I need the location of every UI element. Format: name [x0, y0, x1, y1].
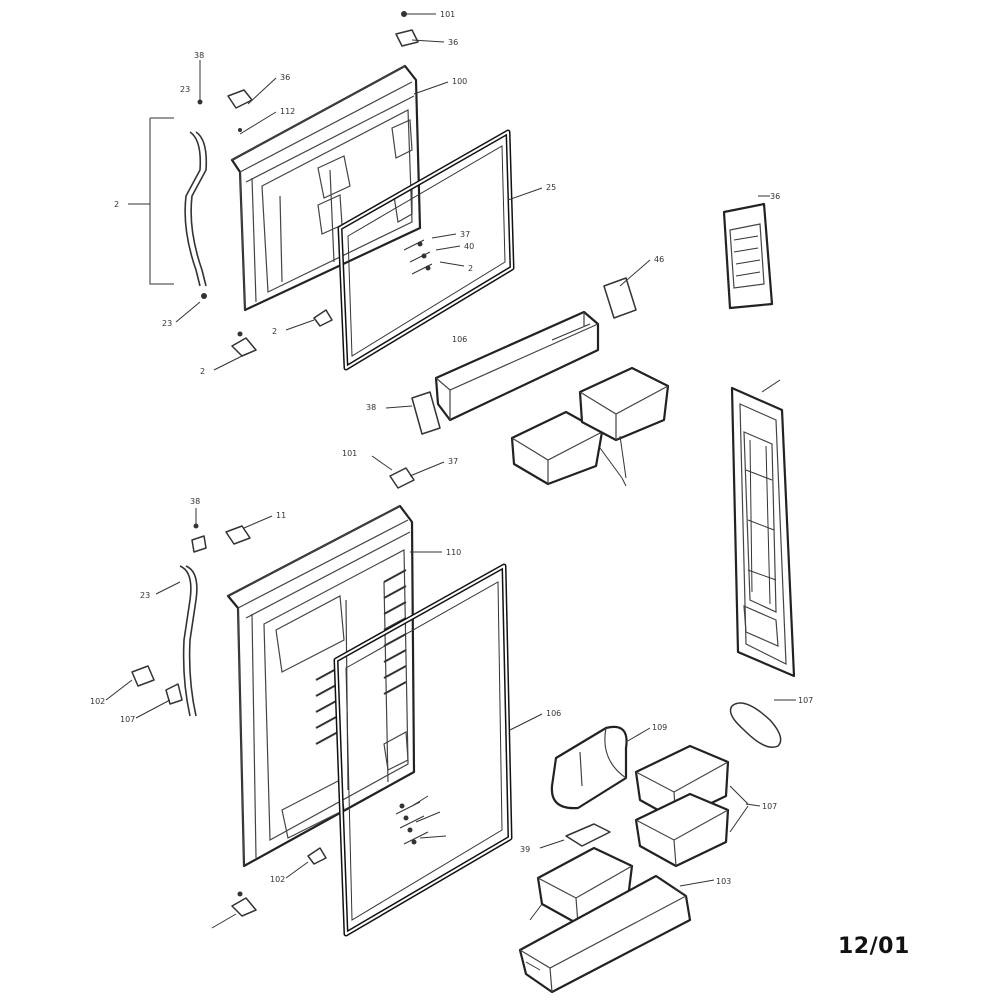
freezer-shelf-support	[411, 277, 637, 435]
callout-label: 11	[276, 511, 286, 520]
fresh-food-liner-ribs	[315, 569, 407, 745]
callout-label: 40	[464, 242, 474, 251]
callout-label: 112	[280, 107, 295, 116]
freezer-small-bins	[510, 366, 670, 486]
callout-label: 46	[654, 255, 664, 264]
callout-label: 107	[762, 802, 777, 811]
callout-label: 23	[180, 85, 190, 94]
callout-label: 107	[120, 715, 135, 724]
freezer-door-hinge-and-handle	[149, 11, 433, 357]
fresh-food-door-hinge-and-handle	[131, 467, 429, 917]
evaporator-cover-panel	[730, 386, 796, 678]
callout-label: 39	[520, 845, 530, 854]
freezer-door-shell	[230, 64, 422, 312]
callout-label: 102	[270, 875, 285, 884]
callout-label: 37	[448, 457, 458, 466]
callout-label: 107	[798, 696, 813, 705]
callout-label: 36	[280, 73, 290, 82]
callout-label: 2	[200, 367, 205, 376]
date-code: 12/01	[838, 934, 910, 959]
callout-label: 110	[446, 548, 461, 557]
callout-label: 103	[716, 877, 731, 886]
callout-label: 38	[190, 497, 200, 506]
fresh-food-door-shell	[226, 504, 416, 868]
callout-label: 38	[194, 51, 204, 60]
callout-label: 36	[770, 192, 780, 201]
callout-label: 2	[114, 200, 119, 209]
callout-label: 23	[162, 319, 172, 328]
callout-label: 101	[342, 449, 357, 458]
callout-label: 2	[468, 264, 473, 273]
callout-label: 106	[546, 709, 561, 718]
callout-leader-lines	[105, 13, 796, 929]
callout-label: 106	[452, 335, 467, 344]
callout-label: 109	[652, 723, 667, 732]
callout-label: 2	[272, 327, 277, 336]
fresh-food-door-gasket	[333, 563, 513, 937]
freezer-door-shelf	[434, 310, 600, 422]
callout-label: 25	[546, 183, 556, 192]
callout-label: 36	[448, 38, 458, 47]
control-panel-cover	[722, 202, 774, 310]
callout-label: 100	[452, 77, 467, 86]
callout-label: 23	[140, 591, 150, 600]
callout-label: 38	[366, 403, 376, 412]
light-lens	[729, 702, 782, 748]
callout-label: 102	[90, 697, 105, 706]
callout-label: 101	[440, 10, 455, 19]
dairy-compartment-and-bins	[518, 725, 749, 994]
freezer-door-gasket	[337, 129, 515, 371]
callout-labels: 101 36 36 38 23 112 100 2 25 37 40 2 23 …	[90, 10, 813, 886]
callout-label: 37	[460, 230, 470, 239]
